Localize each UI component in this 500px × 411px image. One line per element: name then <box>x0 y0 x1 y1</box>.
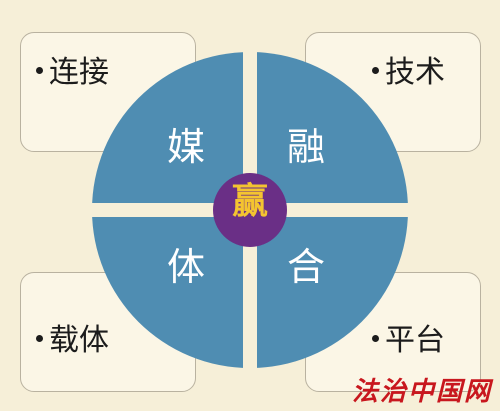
watermark: 法治中国网 <box>351 377 492 407</box>
bullet-icon <box>36 67 43 74</box>
quadrant-text-bottom-left: 体 <box>166 245 205 289</box>
quadrant-text-bottom-right: 合 <box>286 245 325 289</box>
bullet-icon <box>372 67 379 74</box>
quadrant-text-top-right: 融 <box>286 125 325 169</box>
corner-text-bottom-right: 平台 <box>385 323 445 358</box>
corner-label-bottom-left: 载体 <box>36 326 109 356</box>
center-circle <box>213 173 287 247</box>
corner-label-bottom-right: 平台 <box>372 326 445 356</box>
corner-text-top-right: 技术 <box>385 55 445 90</box>
corner-text-top-left: 连接 <box>49 55 109 90</box>
quadrant-text-top-left: 媒 <box>166 125 205 169</box>
corner-label-top-right: 技术 <box>372 58 445 88</box>
bullet-icon <box>372 335 379 342</box>
bullet-icon <box>36 335 43 342</box>
center-text: 赢 <box>231 181 268 222</box>
corner-text-bottom-left: 载体 <box>49 323 109 358</box>
corner-label-top-left: 连接 <box>36 58 109 88</box>
